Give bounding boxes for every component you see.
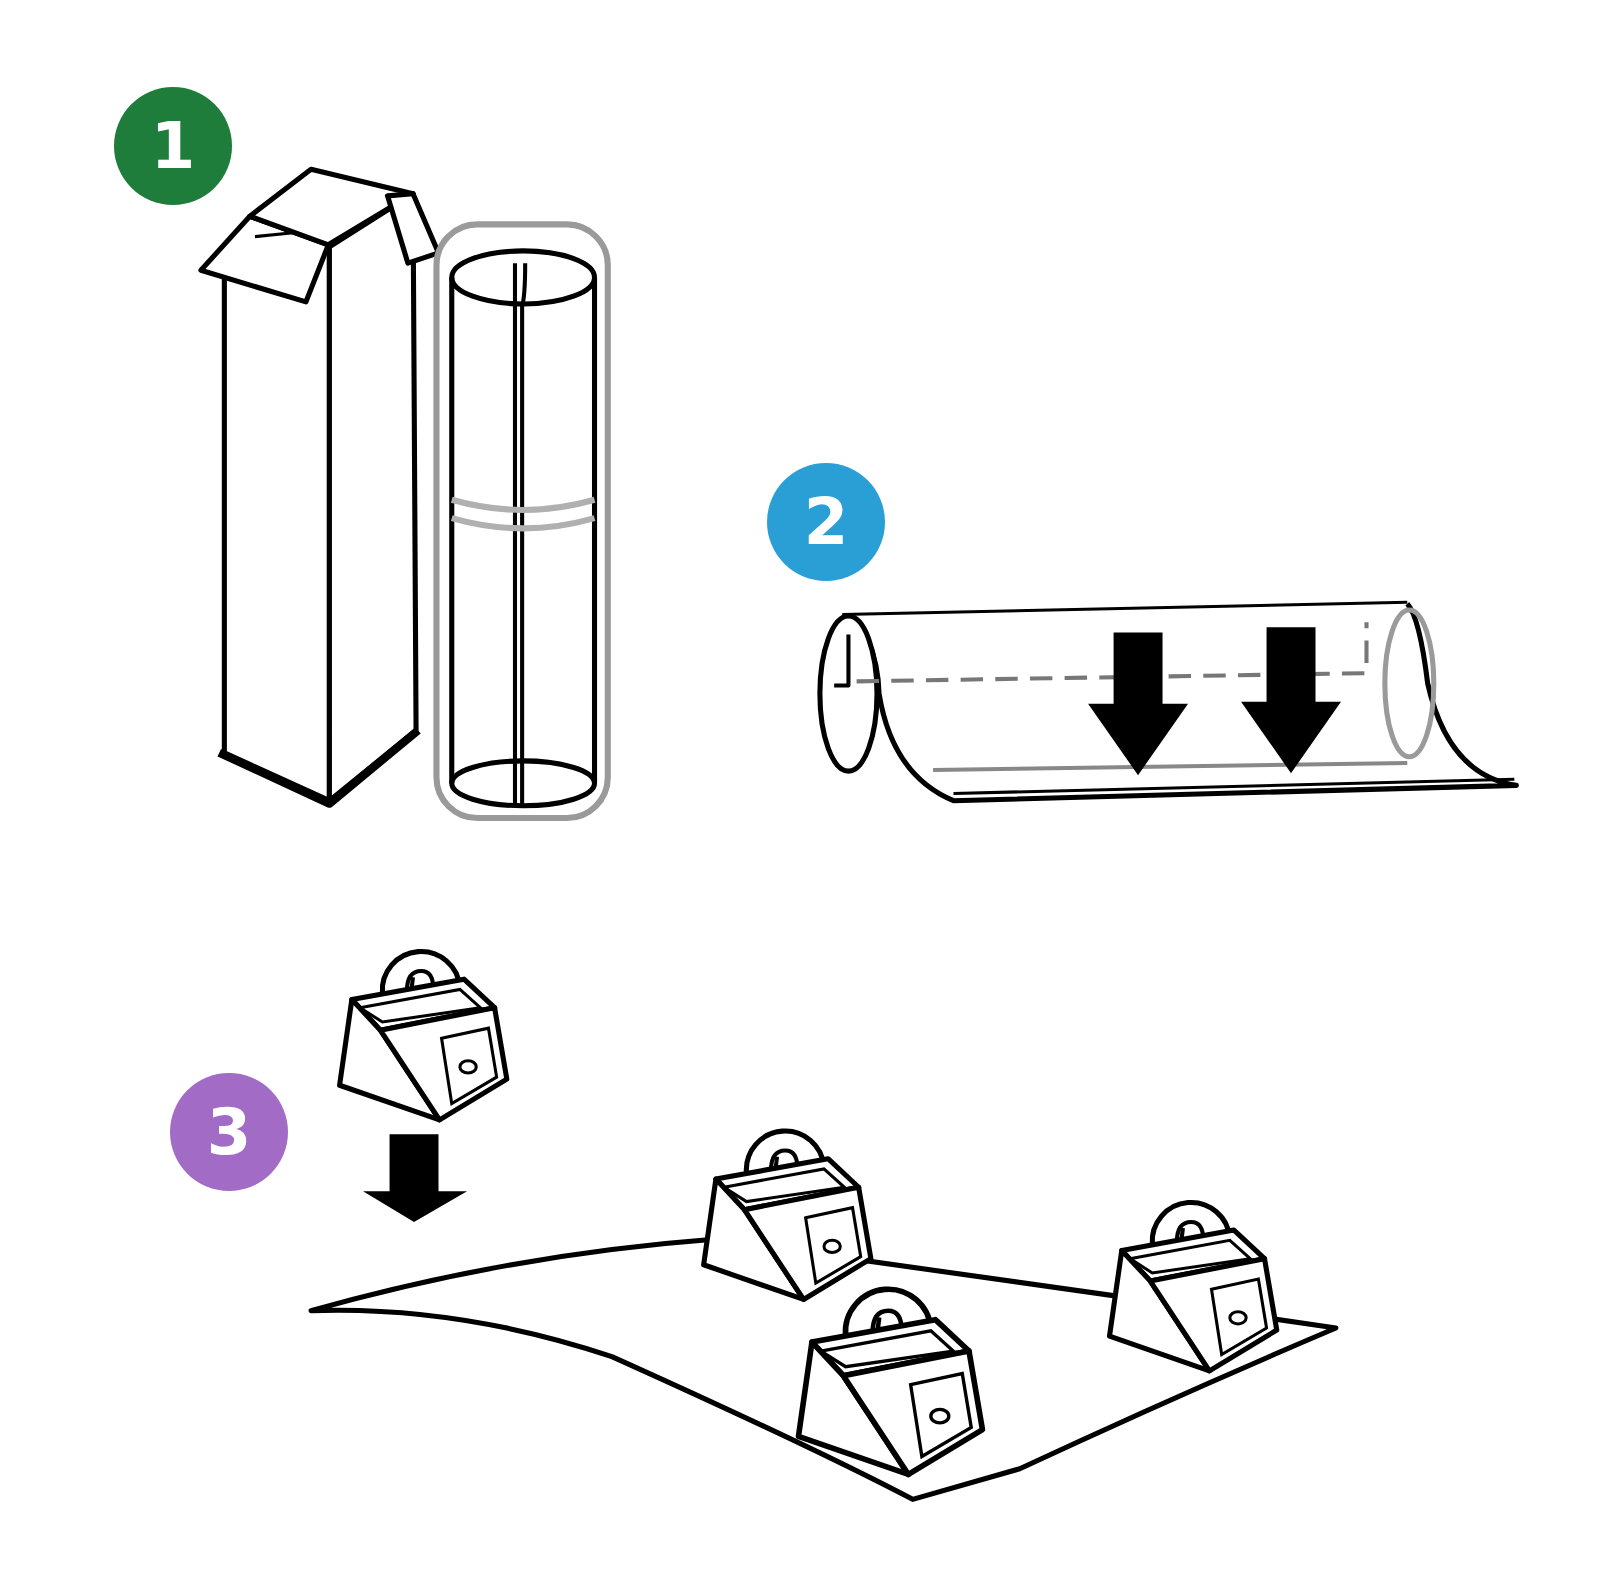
weighted-sheet [311,952,1336,1500]
badge-text-holder: 2 [767,463,885,581]
step-number: 3 [207,1100,252,1164]
film-tube [436,224,607,818]
film-sheet [820,604,1517,801]
step-badge: 2 [767,463,885,581]
badge-text-holder: 1 [114,87,232,205]
step-number: 1 [151,114,196,178]
badge-text-holder: 3 [170,1073,288,1191]
step-number: 2 [804,490,849,554]
step-badge: 3 [170,1073,288,1191]
carton-box [201,169,439,803]
step-badge: 1 [114,87,232,205]
